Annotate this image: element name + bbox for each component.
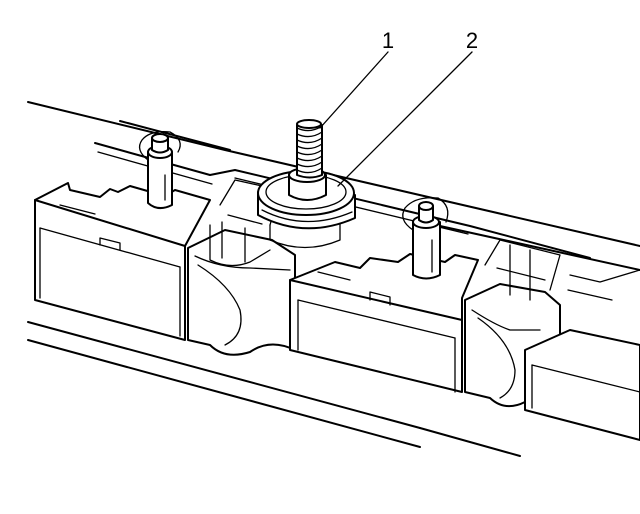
far-right-housing xyxy=(524,269,640,441)
leader-line-1 xyxy=(319,51,389,129)
left-guide-pin xyxy=(138,131,181,209)
left-housing-block xyxy=(34,182,211,341)
right-housing-block xyxy=(289,253,479,393)
lower-rail xyxy=(27,321,521,457)
right-guide-pin xyxy=(402,197,449,280)
leader-line-2 xyxy=(337,51,473,187)
threaded-stud xyxy=(296,119,323,179)
callout-1: 1 xyxy=(382,28,394,53)
callout-2: 2 xyxy=(466,28,478,53)
left-retaining-clip xyxy=(187,179,296,356)
